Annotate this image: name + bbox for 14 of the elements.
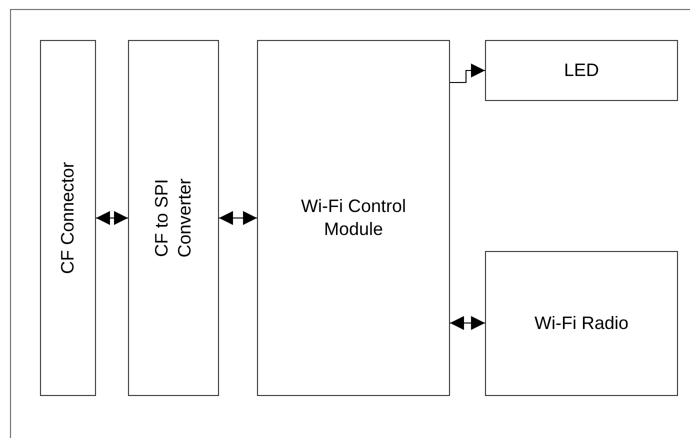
block-box [485, 251, 678, 396]
arrow [450, 64, 486, 83]
block-label: CF to SPI Converter [150, 177, 196, 260]
block-label: Wi-Fi Control Module [300, 194, 407, 241]
block-box [128, 40, 219, 396]
block-box [40, 40, 96, 396]
block-box [257, 40, 450, 396]
block-label: Wi-Fi Radio [534, 312, 628, 335]
block-label: CF Connector [56, 160, 78, 276]
arrow [218, 211, 258, 225]
block-box [485, 40, 678, 101]
arrow [450, 316, 486, 330]
arrow [96, 211, 128, 225]
block-label: LED [564, 58, 599, 82]
